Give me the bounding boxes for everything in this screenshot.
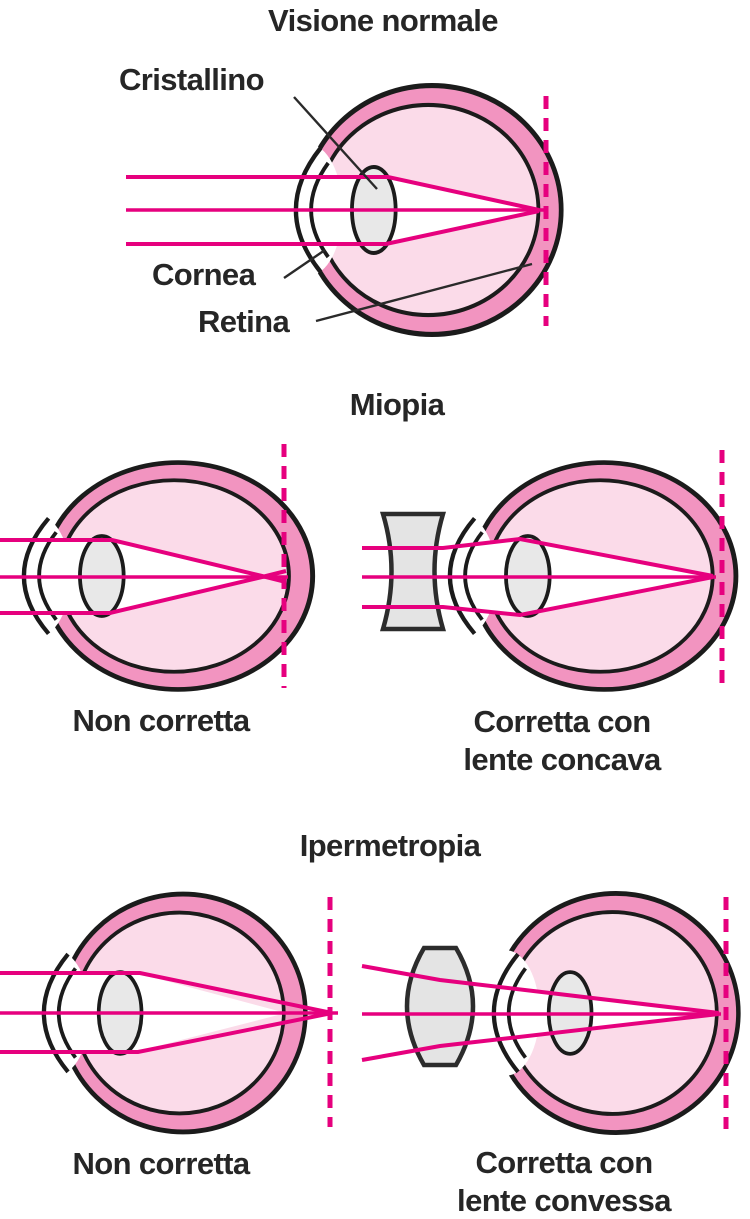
miopia-corrected-caption: Corretta con lente concava [463, 703, 661, 779]
cristallino-label: Cristallino [119, 62, 265, 97]
ipermetropia-corrected-caption-line1: Corretta con [475, 1145, 653, 1180]
miopia-section-title: Miopia [349, 387, 445, 422]
light-ray-bottom [0, 569, 287, 615]
light-ray-top [362, 536, 714, 578]
eye-diagram-miopia-corrected [362, 450, 736, 690]
concave-corrective-lens [379, 511, 447, 632]
light-ray-bottom [0, 1011, 333, 1054]
ipermetropia-corrected-caption: Corretta con lente convessa [457, 1144, 671, 1219]
eye-diagram-ipermetropia-uncorrected [0, 894, 338, 1132]
miopia-corrected-caption-line1: Corretta con [473, 704, 651, 739]
cristallino-pointer-line [293, 96, 378, 190]
ipermetropia-corrected-caption-line2: lente convessa [457, 1183, 671, 1218]
miopia-corrected-caption-line2: lente concava [463, 742, 661, 777]
eye-diagram-normal [126, 86, 561, 335]
light-ray-bottom [126, 209, 540, 246]
eye-diagram-ipermetropia-corrected [361, 893, 738, 1132]
retina-pointer-line [315, 262, 533, 323]
ipermetropia-uncorrected-caption: Non corretta [72, 1146, 250, 1181]
retina-label: Retina [198, 304, 290, 339]
miopia-uncorrected-caption: Non corretta [72, 703, 250, 738]
cornea-label: Cornea [152, 257, 256, 292]
light-ray-top [361, 964, 720, 1015]
ipermetropia-section-title: Ipermetropia [299, 828, 481, 863]
light-ray-bottom [361, 1012, 720, 1062]
normal-section-title: Visione normale [268, 3, 499, 38]
light-ray-top [0, 538, 287, 584]
eye-diagram-miopia-uncorrected [0, 444, 313, 689]
light-ray-top [0, 971, 333, 1015]
cornea-pointer-line [283, 249, 326, 279]
light-ray-top [126, 175, 540, 212]
light-ray-bottom [362, 575, 714, 618]
